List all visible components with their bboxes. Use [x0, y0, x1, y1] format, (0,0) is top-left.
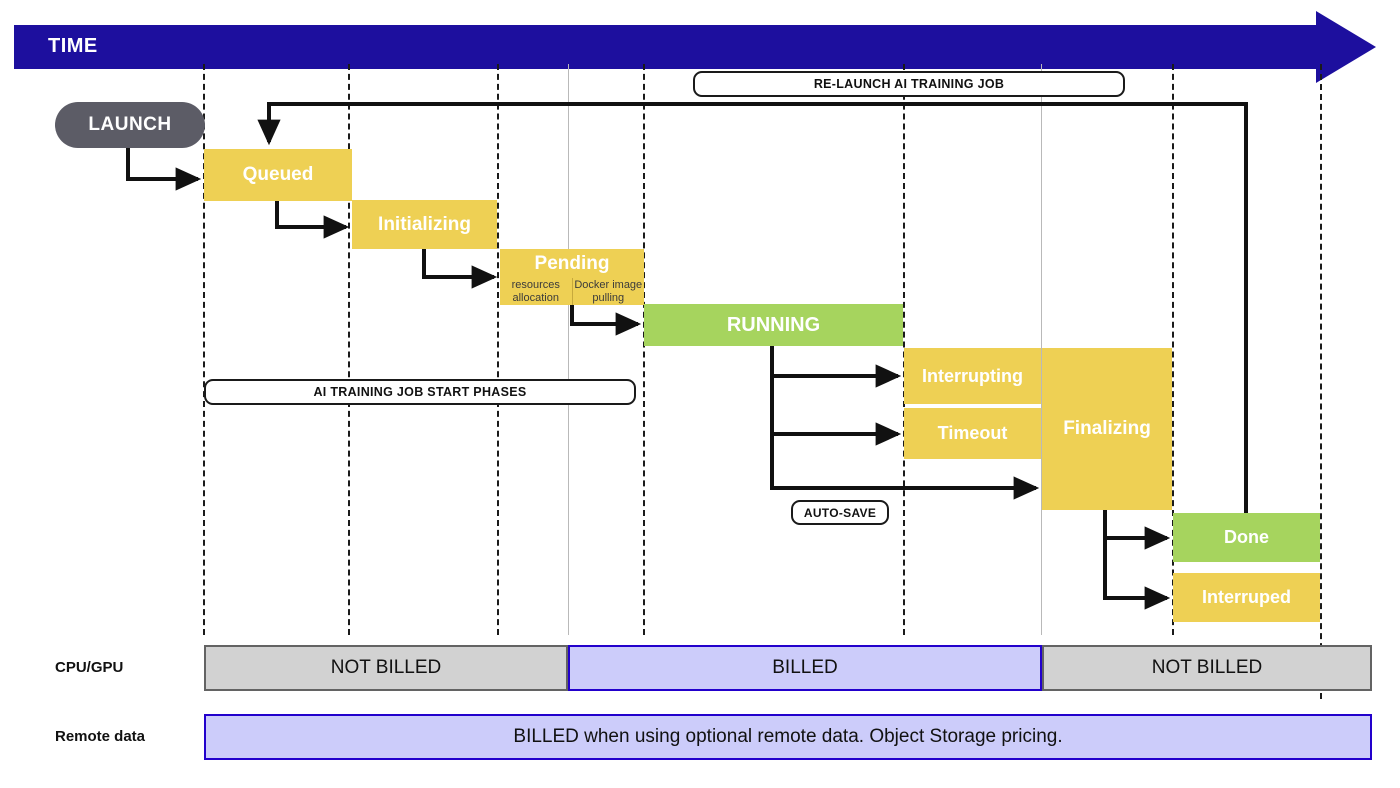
state-pending[interactable]: Pending — [500, 249, 644, 278]
substage-resources-allocation-label: resources allocation — [511, 278, 560, 304]
state-running-label: RUNNING — [726, 313, 821, 336]
billing-segment-label: NOT BILLED — [1151, 657, 1263, 678]
substage-docker-image-pulling-label: Docker image pulling — [574, 278, 643, 304]
autosave-callout-label: AUTO-SAVE — [803, 505, 877, 520]
relaunch-callout[interactable]: RE-LAUNCH AI TRAINING JOB — [693, 71, 1125, 97]
billing-segment-label: BILLED — [772, 657, 838, 678]
autosave-callout[interactable]: AUTO-SAVE — [791, 500, 889, 525]
state-interrupting[interactable]: Interrupting — [904, 348, 1041, 404]
billing-row-label-remote-data: Remote data — [55, 728, 146, 745]
state-pending-label: Pending — [534, 252, 610, 274]
state-pending-substages: resources allocation Docker image pullin… — [500, 278, 644, 305]
substage-resources-allocation[interactable]: resources allocation — [500, 278, 572, 305]
time-axis-bar — [14, 25, 1324, 69]
gridline-1 — [203, 64, 205, 635]
state-interrupted-label: Interruped — [1201, 587, 1291, 607]
state-initializing[interactable]: Initializing — [352, 200, 497, 249]
billing-segment-label: BILLED when using optional remote data. … — [513, 726, 1063, 747]
gridline-3 — [497, 64, 499, 635]
state-finalizing[interactable]: Finalizing — [1042, 348, 1172, 510]
billing-segment-cpu-notbilled-2: NOT BILLED — [1042, 645, 1372, 691]
billing-segment-cpu-notbilled-1: NOT BILLED — [204, 645, 568, 691]
gridline-9 — [1320, 64, 1322, 699]
wire-launch-to-queued — [126, 148, 202, 191]
gridline-5 — [643, 64, 645, 635]
state-initializing-label: Initializing — [378, 213, 471, 235]
wire-running-to-timeout — [770, 346, 902, 446]
time-arrow-icon — [1316, 11, 1376, 83]
wire-initializing-to-pending — [422, 249, 498, 289]
gridline-4 — [568, 64, 569, 635]
billing-segment-cpu-billed: BILLED — [568, 645, 1042, 691]
state-timeout-label: Timeout — [937, 423, 1008, 443]
billing-segment-remote-billed: BILLED when using optional remote data. … — [204, 714, 1372, 760]
state-queued-label: Queued — [242, 164, 314, 185]
wire-queued-to-initializing — [275, 201, 350, 239]
state-queued[interactable]: Queued — [204, 149, 352, 201]
state-interrupting-label: Interrupting — [922, 365, 1023, 386]
launch-node[interactable]: LAUNCH — [55, 102, 205, 148]
state-running[interactable]: RUNNING — [644, 304, 903, 346]
billing-row-label-cpu-gpu: CPU/GPU — [55, 659, 124, 676]
start-phases-callout[interactable]: AI TRAINING JOB START PHASES — [204, 379, 636, 405]
wire-pending-to-running — [570, 305, 642, 336]
time-axis-label: TIME — [48, 35, 98, 57]
state-interrupted[interactable]: Interruped — [1173, 573, 1320, 622]
state-finalizing-label: Finalizing — [1063, 418, 1151, 439]
state-done-label: Done — [1224, 527, 1269, 547]
state-done[interactable]: Done — [1173, 513, 1320, 562]
billing-segment-label: NOT BILLED — [330, 657, 442, 678]
substage-docker-image-pulling[interactable]: Docker image pulling — [571, 278, 644, 305]
wire-finalizing-to-done — [1103, 510, 1171, 550]
launch-label: LAUNCH — [88, 114, 172, 135]
relaunch-callout-label: RE-LAUNCH AI TRAINING JOB — [813, 77, 1005, 91]
wire-running-to-interrupting — [770, 346, 902, 388]
state-timeout[interactable]: Timeout — [904, 408, 1041, 459]
wire-finalizing-to-interrupted — [1103, 510, 1171, 610]
start-phases-callout-label: AI TRAINING JOB START PHASES — [313, 385, 527, 399]
